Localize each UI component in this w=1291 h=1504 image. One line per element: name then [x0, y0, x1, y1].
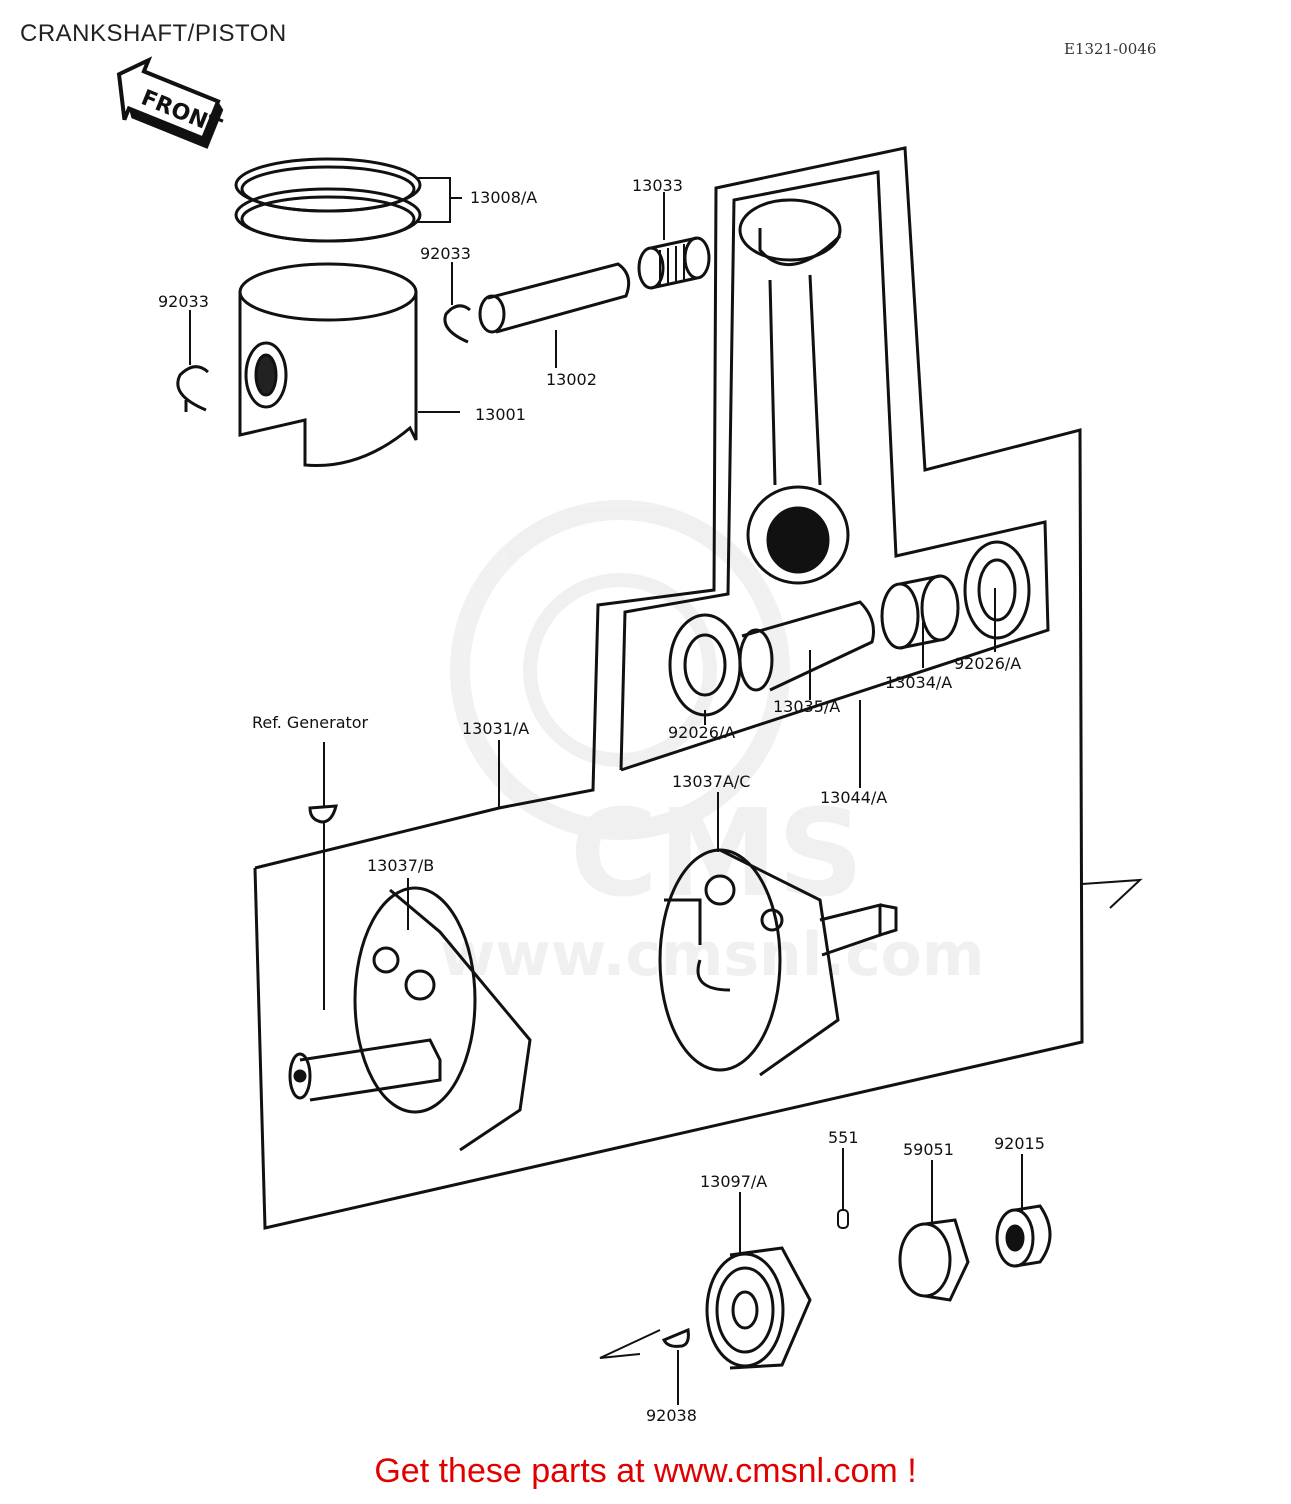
- woodruff-key-92038: [661, 1327, 690, 1348]
- part-label-92033-right[interactable]: 92033: [420, 244, 471, 263]
- page-title: CRANKSHAFT/PISTON: [20, 20, 287, 47]
- diagram-code: E1321-0046: [1064, 40, 1157, 58]
- footer-promo-link[interactable]: Get these parts at www.cmsnl.com !: [374, 1452, 917, 1490]
- part-label-13008[interactable]: 13008/A: [470, 188, 538, 207]
- collar-92015: [995, 1204, 1052, 1268]
- crank-half-right: [658, 848, 898, 1077]
- part-label-13037b[interactable]: 13037/B: [367, 856, 435, 875]
- part-label-551[interactable]: 551: [828, 1128, 859, 1147]
- conrod-assembly-outline: [619, 170, 1050, 772]
- circlip-left: [176, 365, 210, 412]
- piston: [238, 262, 418, 468]
- leader-lines: [189, 177, 1143, 1405]
- part-label-92026-left[interactable]: 92026/A: [668, 723, 736, 742]
- part-label-13044[interactable]: 13044/A: [820, 788, 888, 807]
- part-label-92015[interactable]: 92015: [994, 1134, 1045, 1153]
- crankshaft-assembly-outline: [253, 146, 1084, 1230]
- piston-pin: [478, 262, 631, 334]
- part-label-13002[interactable]: 13002: [546, 370, 597, 389]
- watermark-cms-text: CMS: [570, 785, 864, 924]
- crank-half-left: [288, 886, 532, 1152]
- part-label-92038[interactable]: 92038: [646, 1406, 697, 1425]
- thrust-washer-right: [963, 540, 1031, 640]
- small-end-bearing: [637, 236, 711, 290]
- big-end-bearing: [880, 574, 960, 650]
- piston-rings: [234, 157, 422, 243]
- part-label-13033[interactable]: 13033: [632, 176, 683, 195]
- part-label-13031[interactable]: 13031/A: [462, 719, 530, 738]
- sprocket-13097: [705, 1246, 812, 1370]
- part-label-13097[interactable]: 13097/A: [700, 1172, 768, 1191]
- part-label-13001[interactable]: 13001: [475, 405, 526, 424]
- woodruff-key-generator: [308, 804, 338, 824]
- part-label-59051[interactable]: 59051: [903, 1140, 954, 1159]
- watermark-logo: CMS www.cmsnl.com: [440, 500, 984, 990]
- part-label-92026-right[interactable]: 92026/A: [954, 654, 1022, 673]
- watermark-url-text: www.cmsnl.com: [440, 920, 984, 990]
- part-label-ref-generator[interactable]: Ref. Generator: [252, 713, 369, 732]
- circlip-right: [443, 304, 471, 344]
- connecting-rod: [738, 198, 850, 585]
- part-label-13035[interactable]: 13035/A: [773, 697, 841, 716]
- front-arrow-icon: FRONT: [116, 56, 225, 149]
- gear-59051: [898, 1218, 970, 1302]
- pin-551: [837, 1209, 849, 1229]
- part-label-13037ac[interactable]: 13037A/C: [672, 772, 751, 791]
- part-label-13034[interactable]: 13034/A: [885, 673, 953, 692]
- part-label-92033-left[interactable]: 92033: [158, 292, 209, 311]
